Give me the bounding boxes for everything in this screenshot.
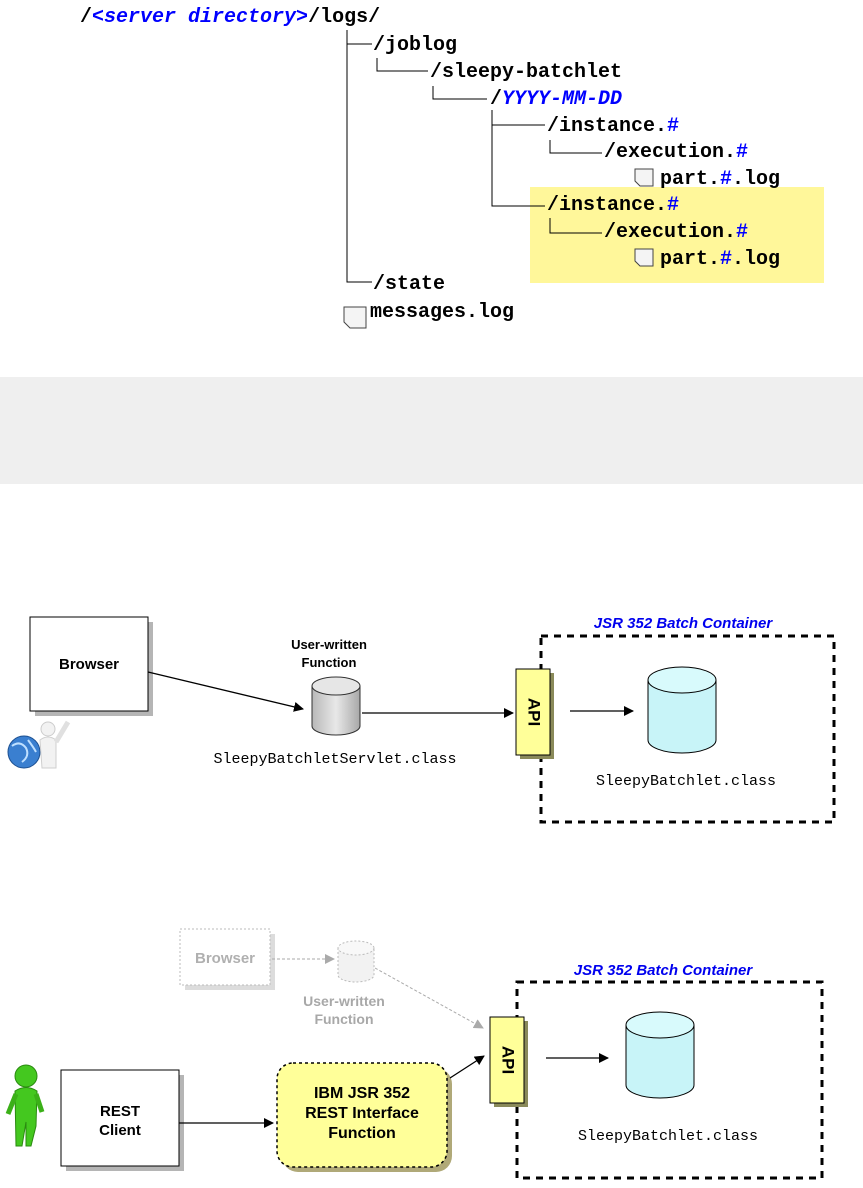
rest-client-box [60, 1069, 180, 1167]
user-globe-icon [7, 720, 71, 769]
tree-part-1: part.#.log [660, 168, 780, 191]
api-box-2 [489, 1016, 525, 1104]
ibm-to-api-arrow [449, 1055, 485, 1079]
api-box [515, 668, 551, 756]
tree-part-2: part.#.log [660, 248, 780, 271]
faded-function-cylinder [337, 940, 375, 983]
batchlet-class-label: SleepyBatchlet.class [596, 773, 776, 790]
faded-browser-label: Browser [195, 950, 255, 967]
tree-execution-2: /execution.# [604, 221, 748, 244]
highlighted-instance-box [530, 187, 824, 283]
user-function-cylinder [311, 676, 361, 736]
faded-function-to-api-arrow [374, 967, 484, 1029]
diagram-browser-flow: Browser User-written Function SleepyBatc… [7, 615, 836, 824]
tree-state: /state [373, 273, 445, 296]
batchlet-cylinder [647, 666, 717, 754]
browser-box [29, 616, 149, 712]
tree-connectors [346, 30, 602, 283]
tree-joblog: /joblog [373, 34, 457, 57]
tree-messages: messages.log [370, 301, 514, 324]
ibm-label-line2: REST Interface [305, 1105, 419, 1122]
tree-date: /YYYY-MM-DD [490, 88, 622, 111]
api-label: API [525, 698, 544, 726]
green-user-icon [5, 1064, 45, 1147]
ibm-rest-interface-box [276, 1062, 448, 1168]
faded-function-label-line1: User-written [303, 993, 385, 1009]
faded-function-label-line2: Function [314, 1011, 373, 1027]
tree-root: /<server directory>/logs/ [80, 6, 380, 29]
function-label-line2: Function [302, 655, 357, 670]
batchlet-cylinder-2 [625, 1011, 695, 1099]
rest-client-label-line1: REST [100, 1103, 140, 1120]
api-label-2: API [499, 1046, 518, 1074]
separator-band [0, 377, 863, 484]
browser-label: Browser [59, 656, 119, 673]
rest-client-label-line2: Client [99, 1122, 141, 1139]
batchlet-class-label-2: SleepyBatchlet.class [578, 1128, 758, 1145]
file-icon [634, 248, 654, 267]
faded-browser-box [179, 928, 271, 986]
ibm-label-line1: IBM JSR 352 [314, 1085, 410, 1102]
file-icons [343, 168, 654, 329]
tree-batchlet: /sleepy-batchlet [430, 61, 622, 84]
tree-instance-2: /instance.# [547, 194, 679, 217]
servlet-class-label: SleepyBatchletServlet.class [213, 751, 456, 768]
diagram-rest-flow: Browser User-written Function REST Clien… [5, 928, 824, 1180]
ibm-label-line3: Function [328, 1125, 396, 1142]
file-icon [343, 306, 367, 329]
function-label-line1: User-written [291, 637, 367, 652]
browser-to-function-arrow [147, 671, 304, 712]
container-title-2: JSR 352 Batch Container [574, 962, 754, 979]
directory-tree: /<server directory>/logs/ /joblog /sleep… [80, 6, 824, 329]
tree-execution-1: /execution.# [604, 141, 748, 164]
tree-instance-1: /instance.# [547, 115, 679, 138]
container-title: JSR 352 Batch Container [594, 615, 774, 632]
file-icon [634, 168, 654, 187]
